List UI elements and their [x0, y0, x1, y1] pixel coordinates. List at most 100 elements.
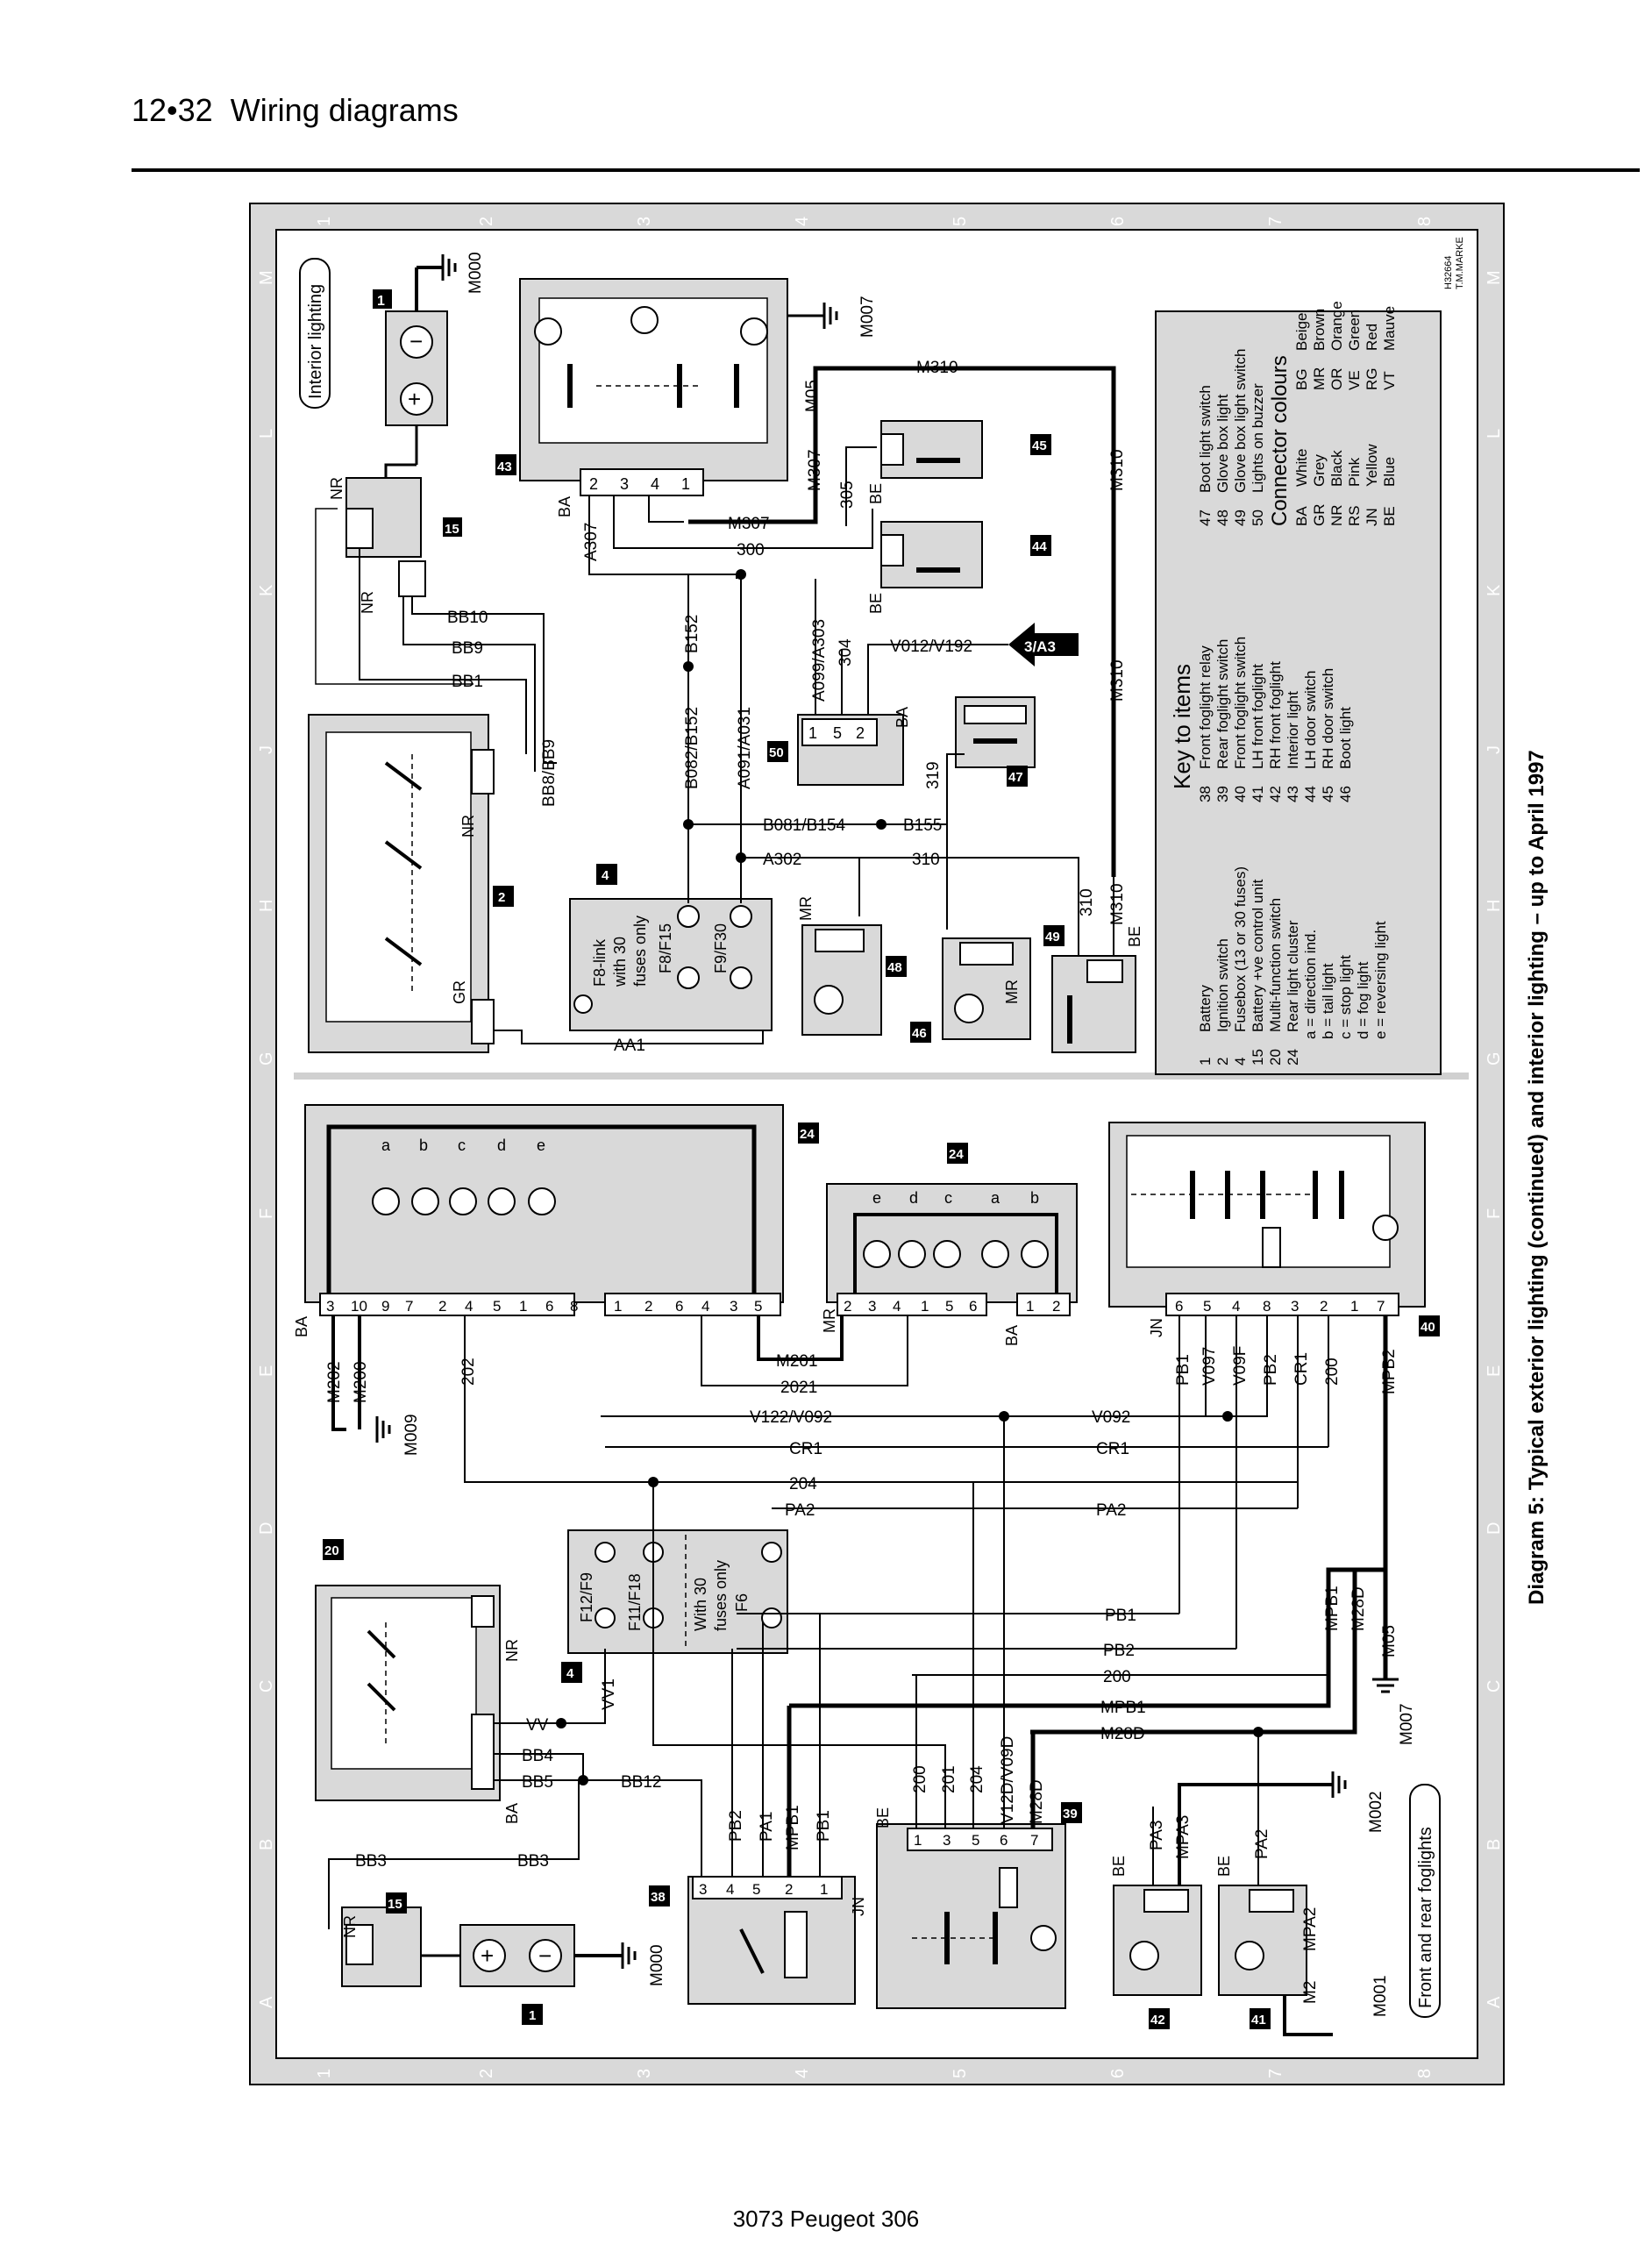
- svg-text:−: −: [409, 328, 423, 354]
- connector-code: BE: [1381, 506, 1398, 526]
- grid-label-row-left-L: L: [257, 429, 276, 438]
- drawing-ref-2: T.M.MARKE: [1455, 237, 1465, 289]
- key-item-number: 44: [1302, 786, 1319, 802]
- glovebox-light-48: [801, 924, 882, 1036]
- wire-PB2c: PB2: [727, 1810, 745, 1842]
- tag-46: 46: [912, 1026, 927, 1041]
- conn-NR-15b: NR: [341, 1915, 359, 1938]
- wire-M28Dc: M28D: [1349, 1586, 1368, 1631]
- grid-label-row-left-B: B: [257, 1839, 276, 1850]
- key-item-number: 2: [1214, 1058, 1231, 1065]
- fuse-note2: with 30: [611, 937, 629, 987]
- wire-w305: 305: [838, 481, 857, 509]
- grid-label-row-right-B: B: [1485, 1839, 1504, 1850]
- wire-M310c: M310: [1108, 659, 1127, 702]
- reference-tag: 3/A3: [1024, 638, 1056, 655]
- key-item-number: 48: [1214, 510, 1231, 526]
- page-ref: 12•32: [132, 92, 213, 128]
- svg-text:b: b: [419, 1137, 428, 1154]
- svg-text:1: 1: [1350, 1298, 1358, 1315]
- wire-w2021: 2021: [780, 1379, 817, 1397]
- grid-label-col-bottom-4: 4: [793, 2069, 812, 2078]
- wire-V092: V092: [1092, 1408, 1130, 1427]
- svg-text:c: c: [458, 1137, 466, 1154]
- tag-1b: 1: [529, 2008, 536, 2023]
- connector-code: JN: [1364, 508, 1380, 526]
- key-item-text: Front foglight relay: [1197, 645, 1214, 769]
- key-item-number: 38: [1197, 786, 1214, 802]
- conn-MR-24: MR: [821, 1308, 838, 1333]
- wire-V12D: V12D/V09D: [999, 1736, 1017, 1824]
- connector-colour: White: [1293, 449, 1310, 487]
- wire-w300: 300: [737, 541, 765, 559]
- wire-M007b: M007: [1398, 1703, 1416, 1745]
- wire-CR1a: CR1: [789, 1440, 822, 1458]
- grid-label-row-left-K: K: [257, 584, 276, 596]
- front-foglight-42: [1113, 1885, 1202, 1996]
- tag-15b: 15: [388, 1897, 402, 1912]
- wire-PA1: PA1: [758, 1811, 776, 1842]
- svg-text:5: 5: [754, 1298, 762, 1315]
- key-item-text: Rear foglight switch: [1214, 639, 1231, 769]
- grid-label-col-top-7: 7: [1266, 217, 1285, 226]
- svg-text:2: 2: [438, 1298, 446, 1315]
- grid-label-row-left-G: G: [257, 1051, 276, 1065]
- grid-label-row-left-F: F: [257, 1208, 276, 1219]
- wire-M307b: M307: [806, 449, 824, 491]
- connector-colour: Green: [1346, 310, 1363, 351]
- key-item-number: 24: [1285, 1049, 1301, 1065]
- key-item-number: 20: [1267, 1049, 1284, 1065]
- fuse-F12F9: F12/F9: [578, 1572, 595, 1622]
- key-item-number: 50: [1250, 510, 1266, 526]
- page-footer: 3073 Peugeot 306: [732, 2206, 920, 2232]
- key-item-number: 40: [1232, 786, 1249, 802]
- grid-label-col-top-2: 2: [477, 217, 496, 226]
- wire-M310a: M310: [916, 359, 958, 377]
- fuse-F11F18: F11/F18: [626, 1573, 644, 1631]
- connector-colour: Mauve: [1381, 306, 1398, 351]
- wire-MPB1b: MPB1: [784, 1805, 802, 1850]
- wire-M000b: M000: [648, 1944, 666, 1986]
- grid-label-row-left-M: M: [257, 270, 276, 285]
- wire-w304: 304: [837, 638, 855, 666]
- tag-40: 40: [1421, 1320, 1435, 1335]
- grid-label-col-bottom-2: 2: [477, 2069, 496, 2078]
- wire-V097: V097: [1200, 1347, 1219, 1386]
- grid-label-row-left-E: E: [257, 1365, 276, 1377]
- wire-M28D: M28D: [1100, 1725, 1145, 1743]
- boot-light-46: [942, 937, 1031, 1040]
- svg-text:5: 5: [1203, 1298, 1211, 1315]
- svg-text:4: 4: [701, 1298, 709, 1315]
- wire-M307: M307: [728, 515, 770, 533]
- fuse-F9F30: F9/F30: [712, 923, 730, 973]
- svg-text:4: 4: [893, 1298, 901, 1315]
- wire-PA3: PA3: [1148, 1820, 1166, 1850]
- door-switch-45: [880, 420, 983, 479]
- wire-M200: M200: [352, 1361, 370, 1403]
- connector-code: BA: [1293, 506, 1310, 526]
- key-item-number: 15: [1250, 1049, 1266, 1065]
- grid-label-col-bottom-5: 5: [951, 2069, 970, 2078]
- wire-V09F: V09F: [1231, 1346, 1250, 1386]
- key-item-number: 43: [1285, 786, 1301, 802]
- control-unit-15-top: [345, 463, 426, 597]
- wire-M202: M202: [325, 1361, 344, 1403]
- tag-42: 42: [1150, 2013, 1165, 2028]
- panel-label-box: [299, 258, 331, 409]
- svg-text:a: a: [381, 1137, 391, 1154]
- key-item-text: Boot light: [1337, 707, 1354, 769]
- fuse-note3: fuses only: [631, 916, 649, 987]
- panel-label-box-bottom: [1409, 1784, 1441, 2018]
- grid-label-col-bottom-3: 3: [635, 2069, 654, 2078]
- key-item-text: Interior light: [1285, 691, 1301, 769]
- svg-text:1: 1: [921, 1298, 929, 1315]
- grid-label-col-top-5: 5: [951, 217, 970, 226]
- grid-label-row-left-J: J: [257, 745, 276, 754]
- wire-V122: V122/V092: [750, 1408, 832, 1427]
- foglight-switch-40: [1108, 1122, 1426, 1316]
- tag-41: 41: [1251, 2013, 1266, 2028]
- key-item-number: 49: [1232, 510, 1249, 526]
- wire-MPB1: MPB1: [1100, 1699, 1146, 1717]
